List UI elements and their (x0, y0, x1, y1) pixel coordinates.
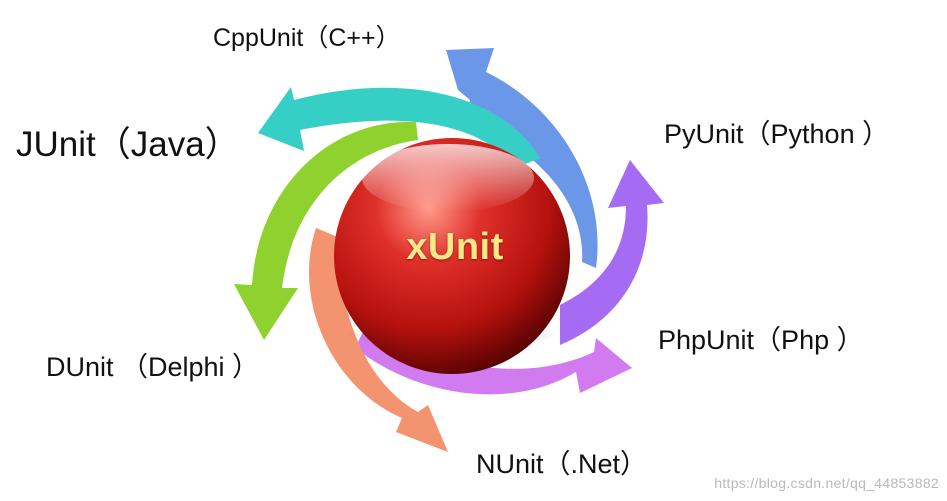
label-pyunit: PyUnit（Python ） (664, 119, 890, 149)
arrow-cppunit (446, 48, 598, 268)
label-cppunit: CppUnit（C++） (213, 24, 401, 52)
watermark-url: https://blog.csdn.net/qq_44853882 (714, 475, 939, 491)
label-phpunit: PhpUnit（Php ） (658, 325, 864, 355)
label-junit: JUnit（Java） (16, 125, 240, 164)
arrow-nunit (309, 228, 448, 452)
arrow-phpunit (355, 322, 632, 395)
label-dunit: DUnit （Delphi ） (46, 352, 260, 382)
arrow-pyunit (560, 160, 664, 345)
center-label: xUnit (406, 226, 504, 268)
label-nunit: NUnit（.Net） (476, 449, 648, 479)
sphere-gloss (362, 144, 534, 212)
arrow-junit (258, 87, 540, 168)
arrow-dunit (234, 121, 418, 340)
